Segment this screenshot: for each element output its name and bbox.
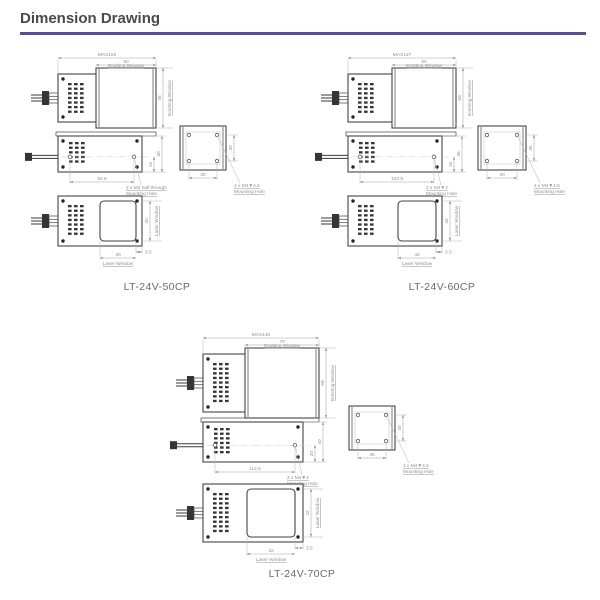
dim-text: 30 [200, 172, 206, 178]
dim-text: Mounting Hole [234, 189, 265, 195]
dim-text: 4 x M4▼4.5 [534, 183, 560, 189]
dim-text: 2 x M4▼4 [287, 475, 309, 481]
dim-text: 4 x M4▼4.5 [403, 463, 429, 469]
dim-text: 60 [421, 59, 427, 65]
dim-text: 92.5 [97, 176, 107, 182]
dim-text: Emitting Window [330, 365, 336, 401]
dim-text: Mounting Hole [426, 191, 457, 197]
dim-text: MAX127 [393, 52, 412, 58]
dim-text: 3.5 [145, 250, 152, 256]
emitting-window [391, 67, 457, 129]
dim-text: Laser Window [256, 557, 287, 563]
dim-text: Emitting Window [264, 343, 300, 349]
dim-text: 35 [528, 145, 534, 151]
laser-window [99, 200, 137, 242]
dim-text: 35 [456, 151, 462, 157]
dim-text: 40 [317, 439, 323, 445]
dim-text: 70 [279, 339, 285, 345]
page-title: Dimension Drawing [20, 10, 161, 27]
dim-text: Mounting Hole [126, 191, 157, 197]
dim-text: 2 x M4▼4 [426, 185, 448, 191]
dim-text: 40 [397, 425, 403, 431]
emitting-window [95, 67, 157, 129]
laser-window [246, 488, 296, 538]
emitting-window [244, 347, 320, 419]
dim-text: Emitting Window [467, 80, 473, 116]
dim-text: MAX140 [252, 332, 271, 338]
dim-text: 15 [148, 161, 154, 167]
dim-text: 30 [156, 151, 162, 157]
dim-text: MAX119 [98, 52, 116, 58]
dim-text: 50 [457, 95, 463, 101]
dim-text: 42 [268, 548, 274, 554]
dim-text: Laser Window [402, 261, 433, 267]
dim-text: Emitting Window [167, 80, 173, 116]
dim-text: 45 [369, 452, 375, 458]
dim-text: Emitting Window [406, 63, 442, 69]
header-accent-rule [20, 32, 586, 35]
dim-text: Mounting Hole [534, 189, 565, 195]
laser-window [397, 200, 437, 242]
dim-text: 42 [305, 510, 311, 516]
dim-text: 40 [499, 172, 505, 178]
dim-text: 40 [144, 218, 150, 224]
dim-text: Mounting Hole [403, 469, 434, 475]
dim-text: 3.5 [445, 250, 452, 256]
dim-text: 50 [123, 59, 129, 65]
dim-text: 20 [309, 451, 315, 457]
dim-text: 58 [320, 380, 326, 386]
dim-text: 102.5 [391, 176, 403, 182]
dim-text: 3.5 [306, 546, 313, 552]
dim-text: Laser Window [454, 205, 460, 236]
dim-text: 2 x M4 ball through [126, 185, 167, 191]
dim-text: 42 [414, 252, 420, 258]
dim-text: 30 [228, 145, 234, 151]
dim-text: Laser Window [315, 497, 321, 528]
dim-text: 45 [157, 95, 163, 101]
product-caption: LT-24V-70CP [268, 568, 336, 580]
dim-text: 40 [115, 252, 121, 258]
product-caption: LT-24V-50CP [123, 281, 191, 293]
dim-text: 42 [444, 218, 450, 224]
dim-text: Laser Window [154, 205, 160, 236]
dim-text: Laser Window [103, 261, 134, 267]
dim-text: 4 x M4▼4.5 [234, 183, 260, 189]
dim-text: 112.5 [249, 466, 261, 472]
dim-text: 15 [448, 161, 454, 167]
dim-text: Emitting Window [108, 63, 144, 69]
product-caption: LT-24V-60CP [408, 281, 476, 293]
